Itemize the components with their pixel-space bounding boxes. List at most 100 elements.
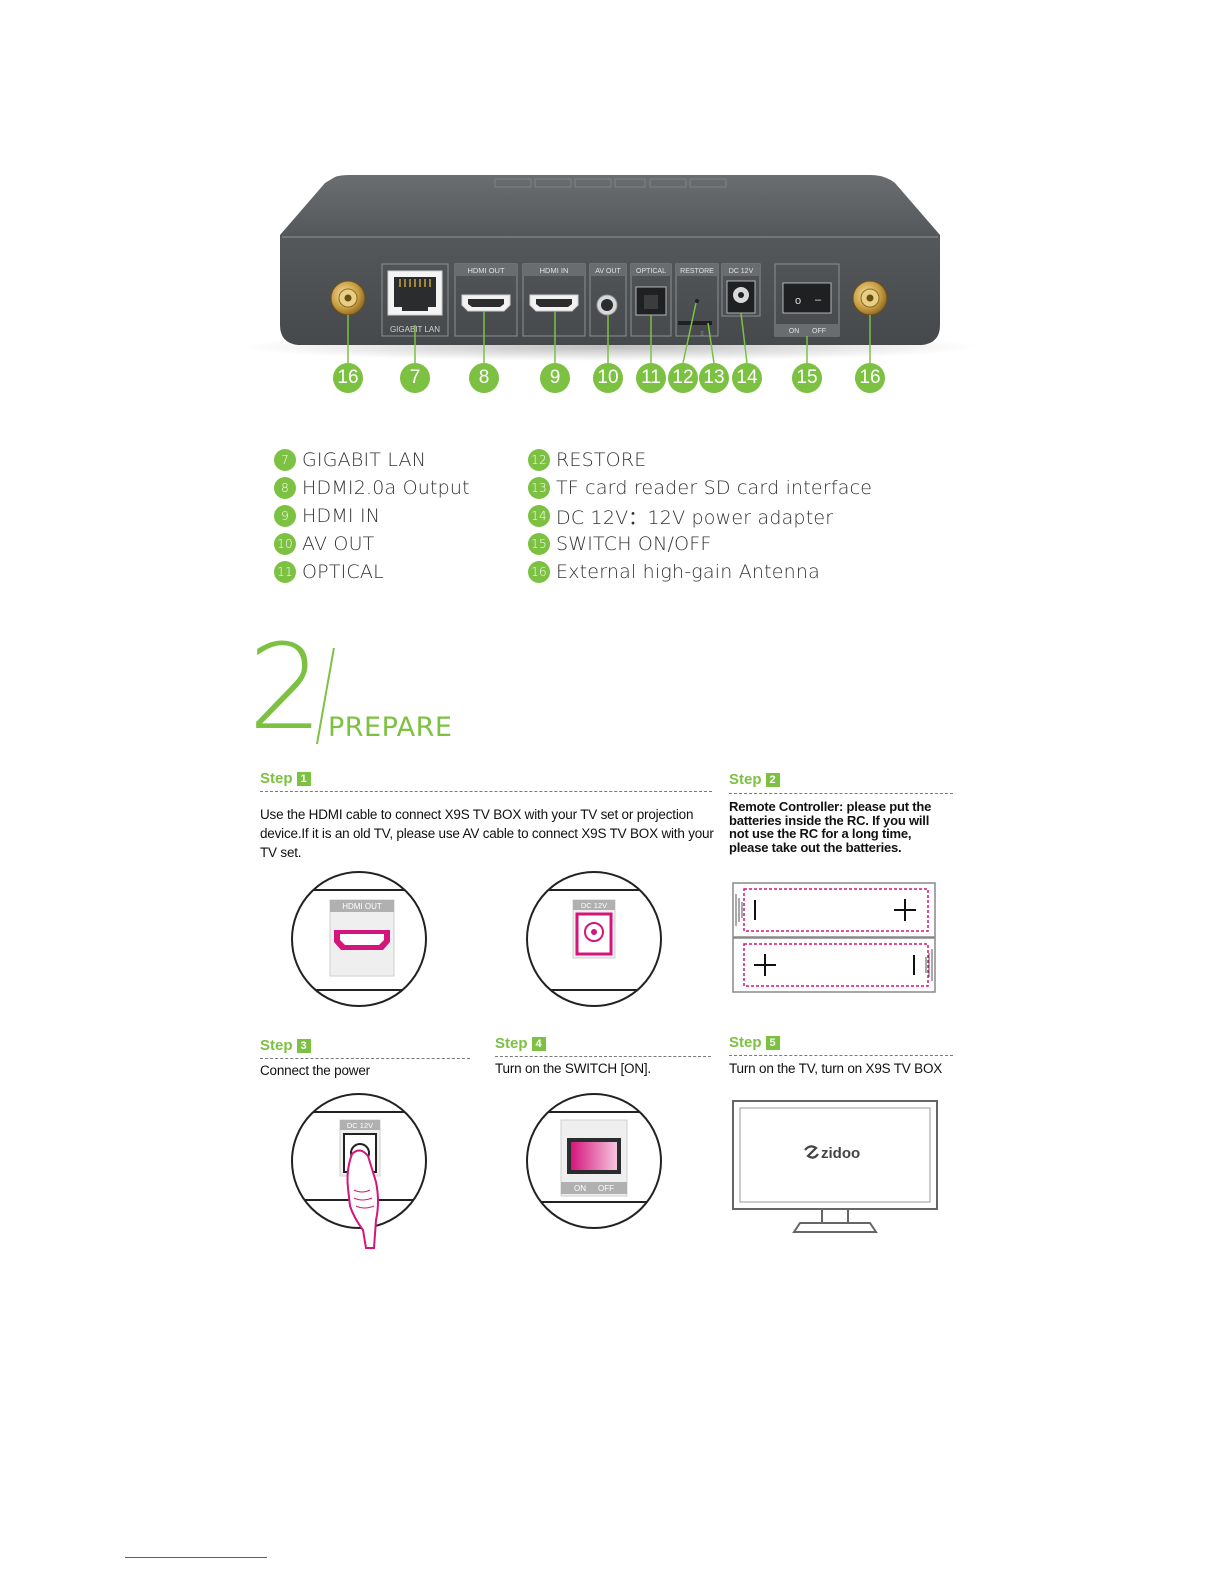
step-number-badge: 5 (765, 1036, 780, 1050)
legend-item: 7 GIGABIT LAN (274, 446, 470, 474)
footnote-divider (125, 1557, 267, 1558)
legend-item: 8 HDMI2.0a Output (274, 474, 470, 502)
legend-label: RESTORE (556, 449, 647, 471)
switch-on-label: ON (789, 328, 800, 335)
brand-name: zidoo (821, 1145, 860, 1162)
step-number-badge: 4 (531, 1037, 546, 1051)
antenna-connector-left (330, 280, 366, 316)
legend-label: AV OUT (302, 533, 375, 555)
step-number-badge: 3 (296, 1039, 311, 1053)
switch-on-label: ON (574, 1184, 586, 1193)
legend-item: 14 DC 12V：12V power adapter (528, 502, 872, 530)
callout-dc: 14 (732, 363, 762, 393)
step-word: Step (729, 771, 762, 788)
callout-switch: 15 (792, 363, 822, 393)
callout-antenna-right: 16 (855, 363, 885, 393)
legend-label: HDMI2.0a Output (302, 477, 470, 499)
device-back-panel-illustration: GIGABIT LAN HDMI OUT HDMI IN AV OUT OPTI… (240, 175, 980, 364)
step-number-badge: 2 (765, 773, 780, 787)
zidoo-logo: zidoo (804, 1145, 860, 1162)
callout-lan: 7 (400, 363, 430, 393)
legend-number: 7 (274, 449, 296, 471)
callout-hdmi-in: 9 (540, 363, 570, 393)
dc-port-closeup: DC 12V (526, 871, 662, 1007)
section-number: 2 (248, 618, 324, 756)
step-2-text: Remote Controller: please put the batter… (729, 799, 932, 855)
legend-item: 13 TF card reader SD card interface (528, 474, 872, 502)
step-4-text: Turn on the SWITCH [ON]. (495, 1061, 651, 1076)
legend-number: 11 (274, 561, 296, 583)
legend-right-column: 12 RESTORE 13 TF card reader SD card inter… (528, 446, 872, 586)
dc-closeup-label: DC 12V (581, 901, 607, 910)
step-word: Step (495, 1035, 528, 1052)
restore-label: RESTORE (680, 268, 714, 275)
hdmi-in-label: HDMI IN (540, 266, 569, 275)
callout-antenna-left: 16 (333, 363, 363, 393)
svg-text:–: – (815, 294, 822, 306)
av-out-label: AV OUT (595, 268, 621, 275)
legend-label: TF card reader SD card interface (556, 477, 873, 499)
hdmi-out-label: HDMI OUT (467, 266, 504, 275)
antenna-connector-right (852, 280, 888, 316)
legend-number: 10 (274, 533, 296, 555)
hdmi-out-port: HDMI OUT (454, 263, 518, 337)
hdmi-in-port: HDMI IN (522, 263, 586, 337)
hdmi-out-port-closeup: HDMI OUT (291, 871, 427, 1007)
callout-hdmi-out: 8 (469, 363, 499, 393)
legend-number: 16 (528, 561, 550, 583)
legend-item: 10 AV OUT (274, 530, 470, 558)
dc-closeup-label: DC 12V (347, 1121, 373, 1130)
tv-illustration: zidoo (732, 1100, 938, 1233)
dc-label: DC 12V (729, 268, 754, 275)
svg-text:o: o (795, 295, 801, 307)
step-word: Step (260, 770, 293, 787)
legend-item: 15 SWITCH ON/OFF (528, 530, 872, 558)
legend-label: SWITCH ON/OFF (556, 533, 712, 555)
legend-item: 11 OPTICAL (274, 558, 470, 586)
callout-restore: 12 (668, 363, 698, 393)
legend-item: 16 External high-gain Antenna (528, 558, 872, 586)
step-3-divider (260, 1058, 470, 1059)
legend-number: 13 (528, 477, 550, 499)
legend-label: External high-gain Antenna (556, 561, 821, 583)
section-title: PREPARE (328, 712, 453, 743)
hdmi-closeup-label: HDMI OUT (342, 902, 382, 911)
power-switch: o – ON OFF (774, 263, 840, 337)
callout-optical: 11 (636, 363, 666, 393)
legend-number: 8 (274, 477, 296, 499)
legend-label: OPTICAL (302, 561, 384, 583)
step-number-badge: 1 (296, 772, 311, 786)
switch-off-label: OFF (812, 328, 826, 335)
legend-number: 9 (274, 505, 296, 527)
step-4-divider (495, 1056, 711, 1057)
legend-left-column: 7 GIGABIT LAN 8 HDMI2.0a Output 9 HDMI IN 1… (274, 446, 470, 586)
step-5-text: Turn on the TV, turn on X9S TV BOX (729, 1061, 943, 1076)
restore-button-area: RESTORE ▯ (675, 263, 719, 337)
switch-on-closeup: ON OFF (526, 1093, 662, 1229)
callout-av-out: 10 (593, 363, 623, 393)
step-2-divider (729, 793, 953, 794)
legend-item: 9 HDMI IN (274, 502, 470, 530)
step-1-text: Use the HDMI cable to connect X9S TV BOX… (260, 807, 714, 860)
step-word: Step (729, 1034, 762, 1051)
legend-label: DC 12V：12V power adapter (556, 506, 834, 529)
legend-label: HDMI IN (302, 505, 381, 527)
step-word: Step (260, 1037, 293, 1054)
step-5-divider (729, 1055, 953, 1056)
legend-label: GIGABIT LAN (302, 449, 427, 471)
optical-label: OPTICAL (636, 268, 666, 275)
svg-text:▯: ▯ (700, 331, 703, 337)
legend-number: 15 (528, 533, 550, 555)
legend-number: 12 (528, 449, 550, 471)
battery-compartment-illustration (732, 882, 936, 993)
legend-item: 12 RESTORE (528, 446, 872, 474)
dc-power-port: DC 12V (721, 263, 761, 317)
legend-number: 14 (528, 505, 550, 527)
av-out-port: AV OUT (589, 263, 627, 337)
step-1-divider (260, 791, 712, 792)
